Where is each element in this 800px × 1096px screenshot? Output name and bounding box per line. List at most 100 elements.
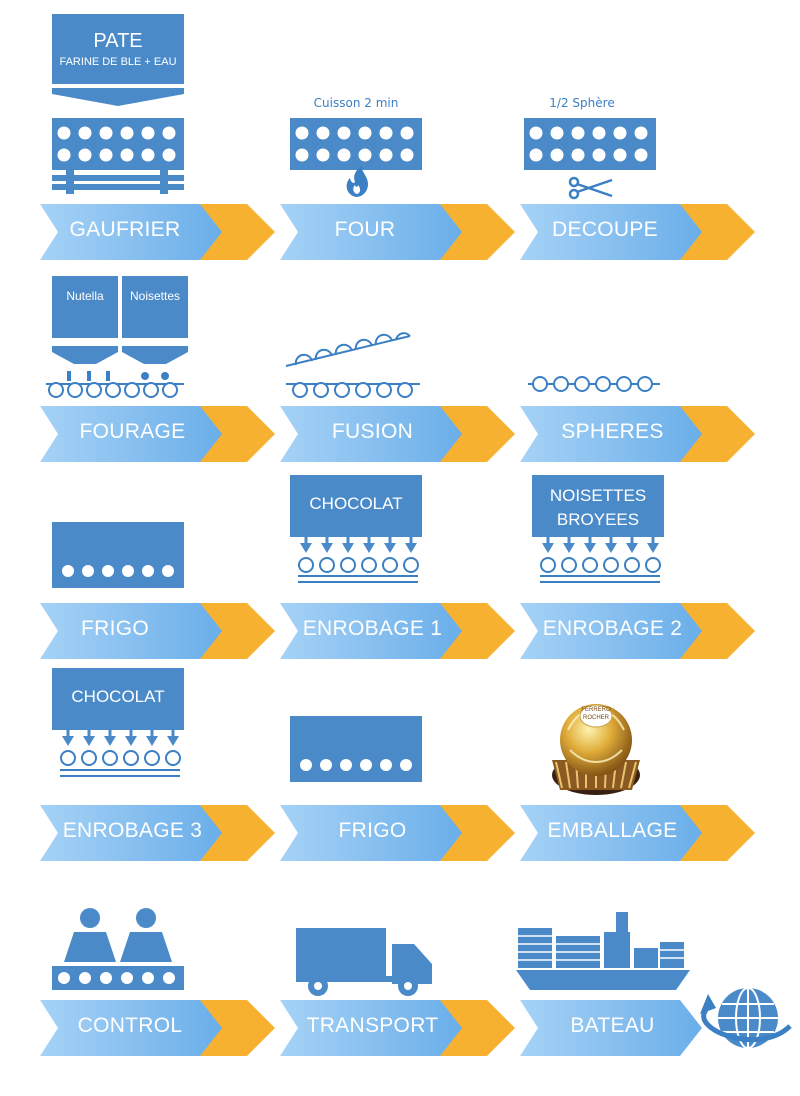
sphere-ring (532, 376, 548, 392)
nozzle (104, 736, 116, 746)
dot (121, 972, 133, 984)
sphere-ring (48, 382, 64, 398)
sphere-ring (540, 557, 556, 573)
waffle-machine-icon (52, 118, 184, 194)
nozzle-stem (546, 537, 550, 543)
dot (634, 148, 648, 162)
sphere-ring (86, 382, 102, 398)
dot (337, 148, 351, 162)
dot (78, 126, 92, 140)
flow-chevron (675, 805, 755, 861)
dot (141, 126, 155, 140)
dot (300, 759, 312, 771)
step-label-bateau: BATEAU (570, 1014, 655, 1037)
nozzle-stem (150, 730, 154, 736)
flow-chevron (675, 406, 755, 462)
flow-arrow-2 (280, 406, 462, 462)
nozzle-stem (409, 537, 413, 543)
dot (58, 972, 70, 984)
flame-icon (346, 166, 368, 197)
step-label-gaufrier: GAUFRIER (69, 218, 181, 241)
dot (82, 565, 94, 577)
flow-chevron (195, 805, 275, 861)
flow-arrow-3 (520, 603, 702, 659)
dot (141, 148, 155, 162)
sphere-ring (403, 557, 419, 573)
nozzle (146, 736, 158, 746)
sphere-ring (603, 557, 619, 573)
step-label-fourage: FOURAGE (79, 420, 186, 443)
nozzle-stem (588, 537, 592, 543)
fusion-conveyor-icon (285, 332, 420, 398)
nozzle (363, 543, 375, 553)
sphere-ring (616, 376, 632, 392)
flow-arrow-1 (40, 406, 222, 462)
nozzle-stem (630, 537, 634, 543)
flow-arrow-1 (40, 1000, 222, 1056)
dot (400, 126, 414, 140)
coating-label-broyees: BROYEES (556, 510, 640, 529)
nozzle (405, 543, 417, 553)
dot (142, 972, 154, 984)
nozzle (342, 543, 354, 553)
pate-title: PATE (93, 30, 143, 52)
inspectors-icon (52, 908, 184, 990)
sphere-ring (102, 750, 118, 766)
note-cuisson: Cuisson 2 min (313, 96, 399, 110)
flow-chevron (435, 603, 515, 659)
nozzle-stem (66, 730, 70, 736)
dot (529, 126, 543, 140)
pate-subtitle: FARINE DE BLE + EAU (59, 56, 177, 68)
dot (57, 148, 71, 162)
fridge-icon (290, 716, 422, 782)
flow-arrow-3 (520, 406, 702, 462)
step-label-decoupe: DECOUPE (552, 218, 658, 241)
nozzle-stem (171, 730, 175, 736)
sphere-ring (334, 382, 350, 398)
sphere-ring (645, 557, 661, 573)
dot (550, 126, 564, 140)
flow-chevron (435, 204, 515, 260)
dot (340, 759, 352, 771)
dot (316, 148, 330, 162)
dot (162, 126, 176, 140)
nozzle (300, 543, 312, 553)
sphere-ring (637, 376, 653, 392)
sphere-ring (382, 557, 398, 573)
dot (57, 126, 71, 140)
nozzle-stem (87, 730, 91, 736)
hopper-label-nutella: Nutella (66, 289, 104, 303)
step-label-four: FOUR (334, 218, 396, 241)
oven-plate-icon (290, 118, 422, 170)
nozzle (384, 543, 396, 553)
dot (295, 126, 309, 140)
nozzle-stem (108, 730, 112, 736)
nozzle (542, 543, 554, 553)
hopper-label-noisettes: Noisettes (129, 289, 181, 303)
brand-line-1: FERRERO (581, 707, 611, 713)
step-label-enrobage-1: ENROBAGE 1 (302, 617, 443, 640)
brand-line-2: ROCHER (582, 715, 609, 721)
sphere-ring (553, 376, 569, 392)
dot (122, 565, 134, 577)
dot (99, 126, 113, 140)
sphere-ring (81, 750, 97, 766)
dot (102, 565, 114, 577)
flow-arrow-3 (520, 204, 702, 260)
nozzle-stem (129, 730, 133, 736)
dot (79, 972, 91, 984)
flow-chevron (435, 1000, 515, 1056)
sphere-ring (60, 750, 76, 766)
flow-chevron (435, 805, 515, 861)
nozzle-stem (388, 537, 392, 543)
flow-arrow-3 (520, 805, 702, 861)
dot (358, 148, 372, 162)
dot (592, 126, 606, 140)
dot (571, 148, 585, 162)
dot (120, 126, 134, 140)
coating-label-chocolat-1: CHOCOLAT (309, 494, 403, 513)
sphere-ring (561, 557, 577, 573)
fridge-icon (52, 522, 184, 588)
sphere-ring (582, 557, 598, 573)
sphere-ring (624, 557, 640, 573)
